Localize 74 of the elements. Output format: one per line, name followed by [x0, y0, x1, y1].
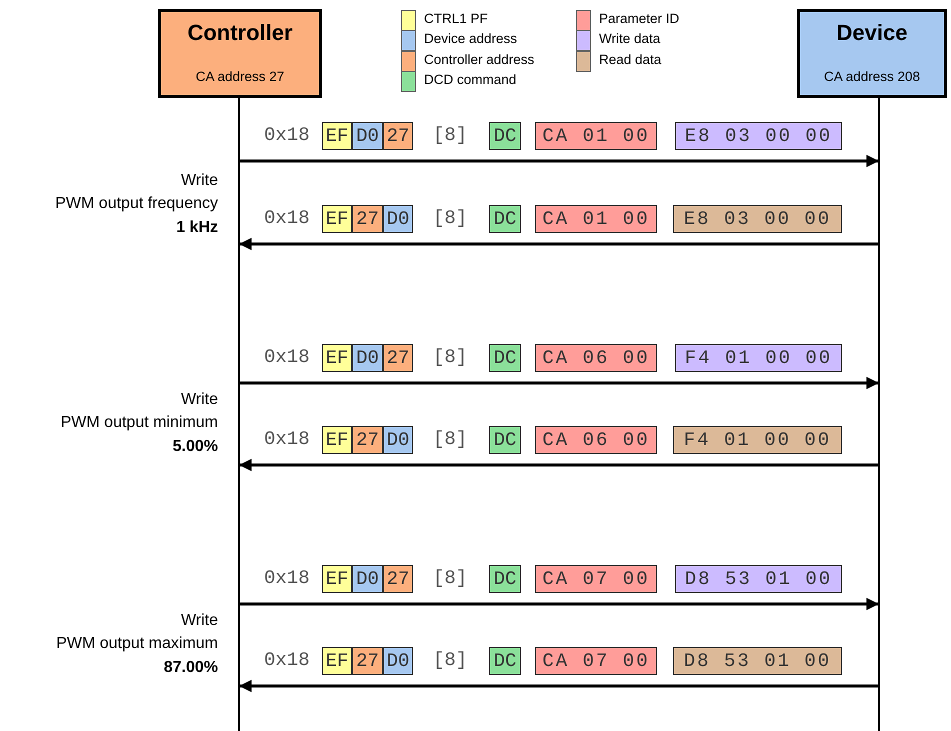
id-field-cell: EF [322, 122, 352, 150]
id-prefix-text: 0x18 [264, 569, 310, 588]
message-arrow [239, 238, 879, 250]
length-text: [8] [433, 651, 468, 670]
data-cell: E8 03 00 00 [675, 122, 842, 150]
participant-title: Device [836, 22, 908, 44]
command-cell: DC [489, 426, 521, 454]
value-label: 5.00% [172, 439, 218, 455]
data-cell: D8 53 01 00 [675, 565, 842, 593]
parameter-cell: CA 06 00 [535, 344, 657, 372]
legend-text: Read data [599, 52, 662, 66]
parameter-label: PWM output minimum [60, 415, 218, 431]
id-field-cell: EF [322, 647, 352, 675]
id-field-cell: 27 [352, 647, 383, 675]
id-prefix-text: 0x18 [264, 430, 310, 449]
message-arrow [239, 680, 879, 692]
value-label: 1 kHz [176, 220, 218, 236]
legend-text: Parameter ID [599, 12, 680, 26]
command-cell: DC [489, 344, 521, 372]
id-prefix-text: 0x18 [264, 651, 310, 670]
parameter-cell: CA 01 00 [535, 205, 657, 233]
parameter-cell: CA 06 00 [535, 426, 657, 454]
length-text: [8] [433, 209, 468, 228]
data-cell: D8 53 01 00 [673, 647, 842, 675]
length-text: [8] [433, 126, 468, 145]
id-prefix-text: 0x18 [264, 348, 310, 367]
operation-label: Write [180, 173, 218, 189]
message-arrow [239, 376, 879, 390]
id-prefix-text: 0x18 [264, 209, 310, 228]
message-arrow [239, 458, 879, 472]
id-field-cell: 27 [383, 122, 413, 150]
legend-text: Write data [599, 32, 660, 46]
command-cell: DC [489, 122, 521, 150]
id-field-cell: D0 [352, 344, 383, 372]
parameter-cell: CA 07 00 [535, 647, 657, 675]
id-field-cell: D0 [352, 122, 383, 150]
id-field-cell: 27 [383, 565, 413, 593]
id-field-cell: EF [322, 565, 352, 593]
id-field-cell: 27 [352, 426, 383, 454]
id-field-cell: EF [322, 344, 352, 372]
parameter-cell: CA 01 00 [535, 122, 657, 150]
id-field-cell: EF [322, 205, 352, 233]
id-field-cell: 27 [352, 205, 383, 233]
participant-address: CA address 208 [824, 70, 920, 83]
legend-text: CTRL1 PF [424, 12, 488, 26]
parameter-label: PWM output frequency [55, 196, 218, 212]
value-label: 87.00% [164, 660, 218, 676]
length-text: [8] [433, 430, 468, 449]
id-field-cell: EF [322, 426, 352, 454]
legend-text: DCD command [424, 72, 516, 86]
operation-label: Write [180, 613, 218, 629]
data-cell: E8 03 00 00 [673, 205, 842, 233]
participant-title: Controller [187, 22, 293, 44]
legend-text: Device address [424, 32, 518, 46]
message-arrow [239, 598, 879, 610]
command-cell: DC [489, 647, 521, 675]
operation-label: Write [180, 392, 218, 408]
parameter-label: PWM output maximum [56, 636, 218, 652]
message-arrow [239, 154, 879, 168]
data-cell: F4 01 00 00 [673, 426, 842, 454]
participant-address: CA address 27 [196, 70, 284, 83]
id-field-cell: D0 [383, 205, 413, 233]
id-field-cell: 27 [383, 344, 413, 372]
length-text: [8] [433, 569, 468, 588]
id-field-cell: D0 [383, 647, 413, 675]
length-text: [8] [433, 348, 468, 367]
legend-text: Controller address [424, 52, 534, 66]
id-prefix-text: 0x18 [264, 126, 310, 145]
id-field-cell: D0 [352, 565, 383, 593]
command-cell: DC [489, 565, 521, 593]
id-field-cell: D0 [383, 426, 413, 454]
parameter-cell: CA 07 00 [535, 565, 657, 593]
command-cell: DC [489, 205, 521, 233]
data-cell: F4 01 00 00 [675, 344, 842, 372]
